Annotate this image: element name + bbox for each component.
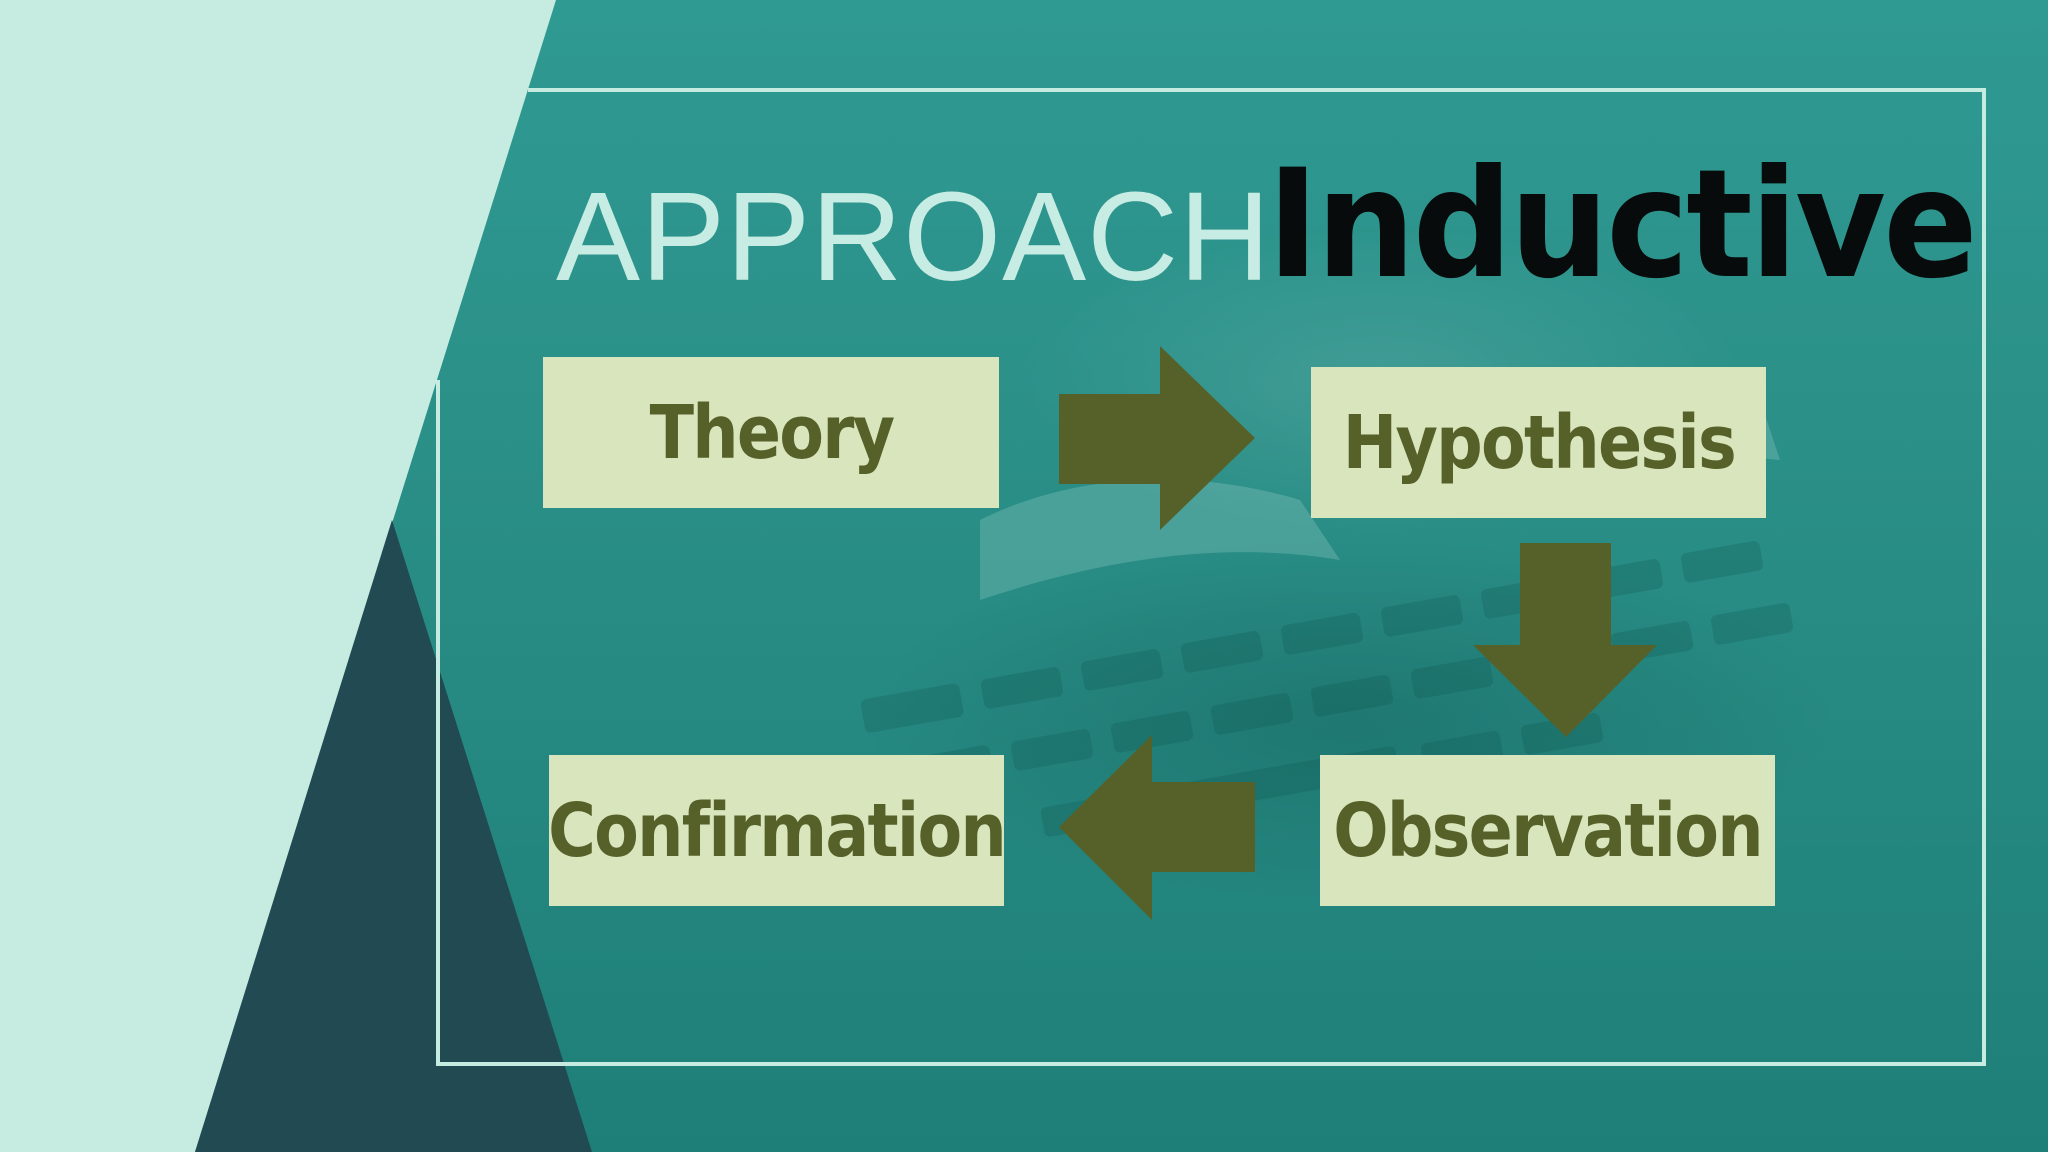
dark-triangle-accent [195,520,592,1152]
arrow-left-icon [1059,735,1255,920]
slide-title: APPROACH Inductive [556,150,2028,300]
frame-border-top [528,88,1986,92]
arrow-down-icon [1473,543,1657,737]
step-box-observation: Observation [1320,755,1775,906]
frame-border-bottom [436,1062,1986,1066]
step-label-theory: Theory [649,389,894,476]
title-approach: APPROACH [556,166,1272,307]
mint-diagonal-panel [0,0,556,1152]
arrow-right-icon [1059,346,1255,530]
step-box-hypothesis: Hypothesis [1311,367,1766,518]
frame-border-left [436,380,440,1066]
step-label-confirmation: Confirmation [548,787,1007,874]
step-box-theory: Theory [543,357,999,508]
step-box-confirmation: Confirmation [548,755,1007,906]
title-inductive: Inductive [1267,138,1978,312]
step-label-hypothesis: Hypothesis [1342,399,1736,486]
frame-border-right [1982,88,1986,1066]
step-label-observation: Observation [1333,787,1763,874]
